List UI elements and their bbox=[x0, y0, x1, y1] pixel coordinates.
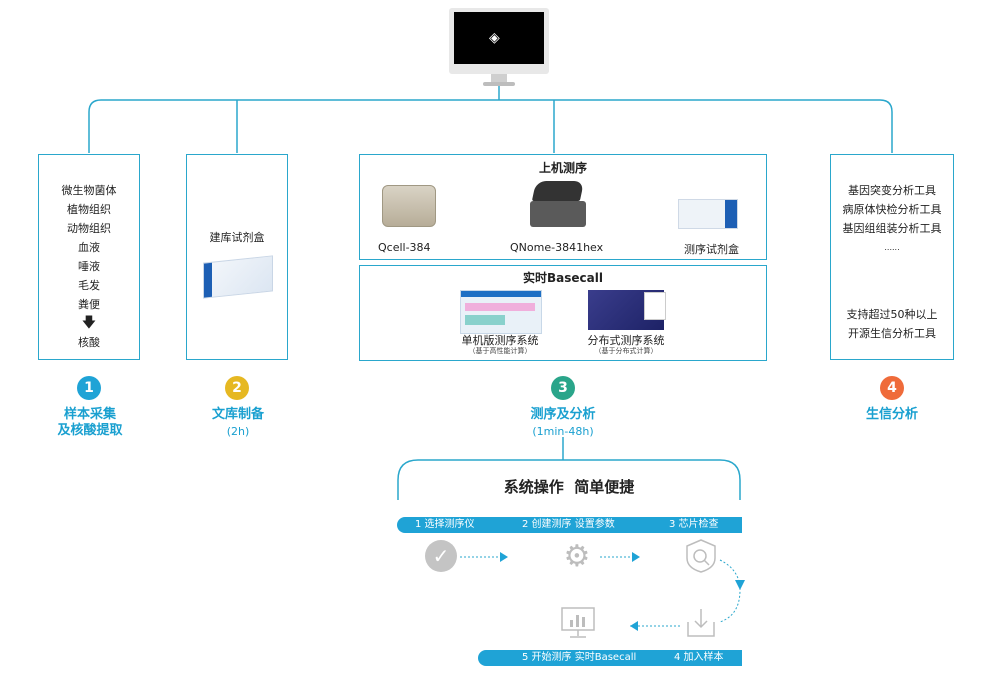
monitor-icon: ◈ bbox=[449, 8, 549, 90]
reagent-kit-image bbox=[203, 255, 273, 299]
basecall-box: 实时Basecall 单机版测序系统 （基于高性能计算） 分布式测序系统 （基于… bbox=[359, 265, 767, 361]
sample-item: 动物组织 bbox=[67, 222, 111, 235]
workflow-step-label: 4 加入样本 bbox=[674, 652, 724, 663]
sample-box: 微生物菌体 植物组织 动物组织 血液 唾液 毛发 粪便 🡇 核酸 bbox=[38, 154, 140, 360]
sample-item: 粪便 bbox=[78, 298, 100, 311]
sample-item: 植物组织 bbox=[67, 203, 111, 216]
step-title: 文库制备 bbox=[211, 407, 264, 422]
gear-icon: ⚙ bbox=[563, 539, 591, 574]
library-label: 建库试剂盒 bbox=[209, 231, 265, 244]
step-title: 样本采集及核酸提取 bbox=[57, 407, 123, 438]
sequencing-title: 上机测序 bbox=[538, 161, 587, 175]
device-label: 测序试剂盒 bbox=[684, 243, 739, 256]
workflow-step-label: 1 选择测序仪 bbox=[415, 519, 475, 530]
basecall-title: 实时Basecall bbox=[523, 271, 603, 285]
workflow-step-label: 2 创建测序 设置参数 bbox=[522, 519, 615, 530]
standalone-screenshot-image bbox=[460, 290, 542, 334]
tool-item: 病原体快检分析工具 bbox=[842, 203, 942, 216]
sequencing-box: 上机测序 Qcell-384 QNome-3841hex 测序试剂盒 bbox=[359, 154, 767, 260]
step-number-badge: 3 bbox=[551, 376, 575, 400]
sample-result: 核酸 bbox=[78, 336, 100, 349]
logo-icon: ◈ bbox=[489, 30, 500, 46]
sequencing-kit-image bbox=[678, 199, 738, 229]
qcell-device-image bbox=[382, 185, 436, 227]
sample-item: 微生物菌体 bbox=[61, 184, 117, 197]
system-note: （基于高性能计算） bbox=[468, 347, 532, 355]
monitor-chart-icon bbox=[560, 606, 596, 640]
system-name: 单机版测序系统 bbox=[461, 334, 539, 347]
workflow-step-label: 3 芯片检查 bbox=[669, 519, 719, 530]
login-panel-image bbox=[644, 292, 666, 320]
arrow-down-icon: 🡇 bbox=[81, 315, 97, 331]
library-box: 建库试剂盒 bbox=[186, 154, 288, 360]
tool-item: 基因突变分析工具 bbox=[848, 184, 936, 197]
system-name: 分布式测序系统 bbox=[587, 334, 665, 347]
bioinfo-box: 基因突变分析工具 病原体快检分析工具 基因组组装分析工具 ...... 支持超过… bbox=[830, 154, 954, 360]
device-label: Qcell-384 bbox=[378, 241, 431, 254]
sample-item: 唾液 bbox=[78, 260, 100, 273]
system-note: （基于分布式计算） bbox=[594, 347, 658, 355]
workflow-step-label: 5 开始测序 实时Basecall bbox=[522, 652, 637, 663]
tool-item: ...... bbox=[884, 243, 900, 252]
chip-check-icon bbox=[684, 538, 718, 574]
workflow-top-bar: 1 选择测序仪 2 创建测序 设置参数 3 芯片检查 bbox=[397, 517, 742, 533]
tool-item: 基因组组装分析工具 bbox=[842, 222, 942, 235]
step-number-badge: 1 bbox=[77, 376, 101, 400]
step-title: 测序及分析 bbox=[530, 407, 596, 422]
step-title: 生信分析 bbox=[865, 407, 918, 422]
device-label: QNome-3841hex bbox=[510, 241, 604, 254]
step-number-badge: 2 bbox=[225, 376, 249, 400]
bioinfo-footer: 开源生信分析工具 bbox=[848, 327, 936, 340]
add-sample-icon bbox=[684, 606, 718, 640]
check-circle-icon: ✓ bbox=[425, 540, 457, 572]
bioinfo-footer: 支持超过50种以上 bbox=[846, 308, 938, 321]
workflow-title: 系统操作 简单便捷 bbox=[503, 478, 635, 496]
step-duration: (1min-48h) bbox=[532, 425, 594, 438]
sample-item: 毛发 bbox=[78, 279, 100, 292]
sample-item: 血液 bbox=[78, 241, 100, 254]
step-duration: (2h) bbox=[226, 425, 250, 438]
step-number-badge: 4 bbox=[880, 376, 904, 400]
qnome-device-image bbox=[530, 181, 586, 229]
workflow-bottom-bar: 5 开始测序 实时Basecall 4 加入样本 bbox=[478, 650, 742, 666]
